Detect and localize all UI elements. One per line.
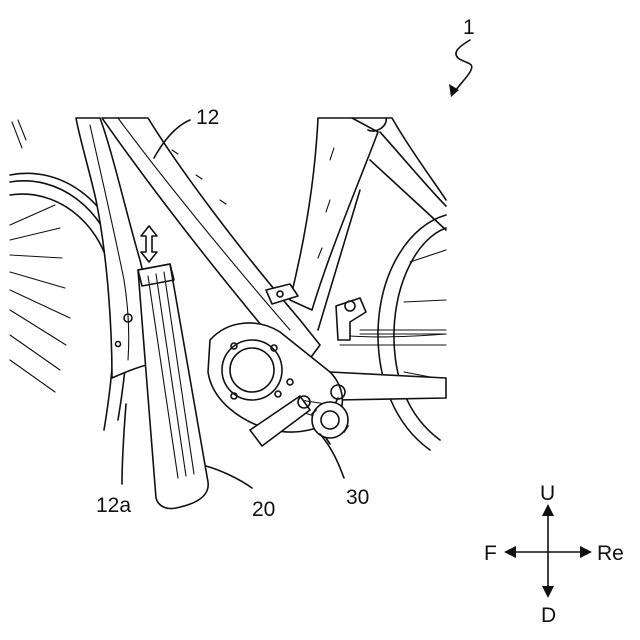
label-12a: 12a [96,494,131,517]
direction-label-rear: Re [597,542,624,565]
leader-arrowhead [449,84,459,97]
label-1: 1 [463,16,475,39]
seat-tube-and-stays [290,118,446,330]
direction-legend: U D F Re [484,482,624,627]
rear-arrowhead [580,546,592,558]
drive-unit-motor-cover [222,340,282,400]
up-arrowhead [542,504,554,516]
chainring [312,402,348,438]
label-20: 20 [252,498,275,521]
label-12: 12 [196,106,219,129]
direction-label-front: F [484,542,497,565]
front-arrowhead [504,546,516,558]
leader-20 [206,466,252,488]
direction-label-down: D [541,604,556,627]
leader-30 [320,434,344,478]
squiggle-leader-line [454,40,472,93]
rear-wheel [378,215,446,450]
direction-label-up: U [540,482,555,505]
down-arrowhead [542,586,554,598]
removal-double-arrow [141,226,157,262]
label-30: 30 [346,486,369,509]
chain [360,330,446,334]
front-wheel-spokes [10,120,70,392]
battery [138,264,208,509]
rear-wheel-spokes [404,250,446,380]
reference-1-group: 1 [449,16,475,97]
leader-12a [122,404,126,484]
